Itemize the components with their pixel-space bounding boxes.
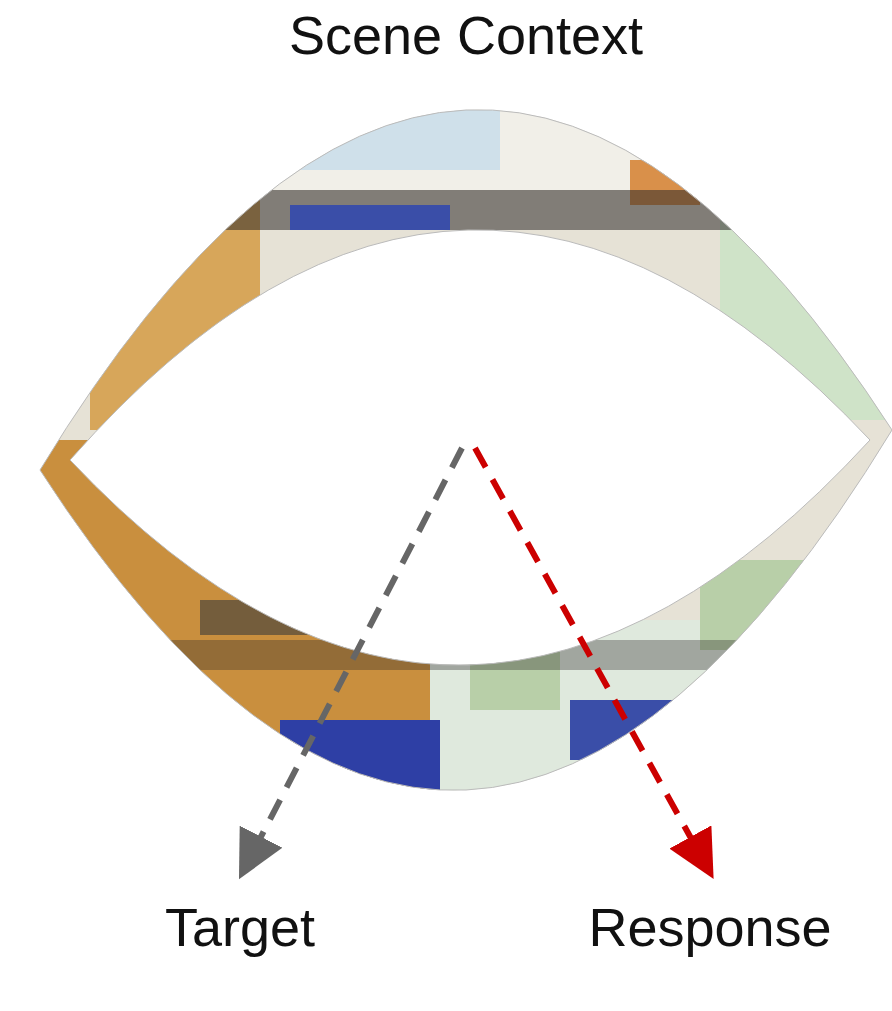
arrow-label: Response <box>588 898 831 957</box>
diagram-title: Scene Context <box>289 6 643 65</box>
target-arrow <box>250 448 462 858</box>
response-arrow <box>475 448 702 858</box>
arrow-label: Target <box>165 898 315 957</box>
